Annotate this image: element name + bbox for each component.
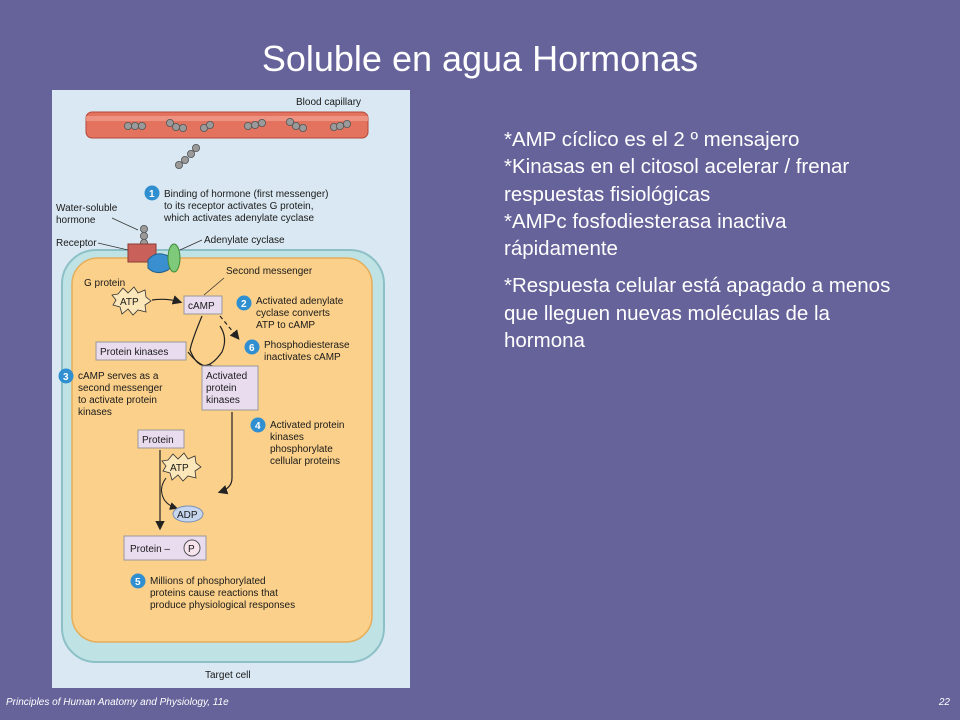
atp-starburst bbox=[111, 286, 152, 316]
step-4-line-1: Activated protein bbox=[270, 420, 345, 431]
step-4-line-4: cellular proteins bbox=[270, 456, 340, 467]
step-5-icon bbox=[130, 573, 146, 589]
step-1-line-2: to its receptor activates G protein, bbox=[164, 201, 314, 212]
step-1-number: 1 bbox=[149, 189, 155, 200]
step-2-line-1: Activated adenylate bbox=[256, 296, 344, 307]
label-water-soluble-2: hormone bbox=[56, 215, 96, 226]
slide-title: Soluble en agua Hormonas bbox=[261, 38, 699, 79]
label-target-cell: Target cell bbox=[205, 670, 251, 681]
step-1-icon bbox=[144, 185, 160, 201]
label-g-protein: G protein bbox=[84, 278, 125, 289]
label-adp: ADP bbox=[177, 510, 198, 521]
label-water-soluble-1: Water-soluble bbox=[56, 203, 118, 214]
bullet-list: *AMP cíclico es el 2 º mensajero *Kinasa… bbox=[504, 126, 904, 354]
step-6-line-1: Phosphodiesterase bbox=[264, 340, 350, 351]
step-2-icon bbox=[236, 295, 252, 311]
hormone-molecules bbox=[124, 117, 351, 170]
adp-oval bbox=[172, 505, 204, 523]
bullet-1: *AMP cíclico es el 2 º mensajero bbox=[504, 128, 800, 151]
step-4-line-2: kinases bbox=[270, 432, 304, 443]
step-3-line-3: to activate protein bbox=[78, 395, 157, 406]
label-protein: Protein bbox=[142, 435, 174, 446]
bullet-3: *AMPc fosfodiesterasa inactiva rápidamen… bbox=[504, 209, 787, 260]
step-5-line-3: produce physiological responses bbox=[150, 600, 295, 611]
step-5-line-2: proteins cause reactions that bbox=[150, 588, 278, 599]
step-3-line-2: second messenger bbox=[78, 383, 163, 394]
step-5-line-1: Millions of phosphorylated bbox=[150, 576, 266, 587]
bullet-4: *Respuesta celular está apagado a menos … bbox=[504, 274, 891, 352]
label-atp: ATP bbox=[120, 297, 139, 308]
step-1-line-3: which activates adenylate cyclase bbox=[163, 213, 315, 224]
label-activated-pk-2: protein bbox=[206, 383, 237, 394]
label-receptor: Receptor bbox=[56, 238, 97, 249]
step-5-number: 5 bbox=[135, 577, 141, 588]
phosphate-icon bbox=[183, 539, 201, 557]
step-1-line-1: Binding of hormone (first messenger) bbox=[164, 189, 329, 200]
step-6-icon bbox=[244, 339, 260, 355]
page-number: 22 bbox=[938, 697, 950, 708]
label-activated-pk-3: kinases bbox=[206, 395, 240, 406]
label-protein-kinases: Protein kinases bbox=[100, 347, 168, 358]
receptor bbox=[127, 243, 157, 263]
activated-protein-kinases-box bbox=[201, 365, 259, 411]
label-adenylate-cyclase: Adenylate cyclase bbox=[204, 235, 285, 246]
bound-hormone bbox=[140, 224, 149, 247]
label-second-messenger: Second messenger bbox=[226, 266, 313, 277]
step-3-line-4: kinases bbox=[78, 407, 112, 418]
step-2-number: 2 bbox=[241, 299, 247, 310]
diagram-panel: Blood capillary Target cell Water-solubl… bbox=[52, 90, 410, 688]
step-2-line-2: cyclase converts bbox=[256, 308, 330, 319]
hormone-diagram: Blood capillary Target cell Water-solubl… bbox=[56, 97, 385, 681]
label-protein-p: Protein – bbox=[130, 544, 170, 555]
step-4-icon bbox=[250, 417, 266, 433]
step-3-line-1: cAMP serves as a bbox=[78, 371, 159, 382]
adenylate-cyclase bbox=[167, 243, 181, 273]
atp2-starburst bbox=[161, 452, 202, 482]
step-3-icon bbox=[58, 368, 74, 384]
protein-kinases-box bbox=[95, 341, 187, 361]
step-4-line-3: phosphorylate bbox=[270, 444, 333, 455]
protein-box bbox=[137, 429, 185, 449]
step-6-line-2: inactivates cAMP bbox=[264, 352, 341, 363]
step-6-number: 6 bbox=[249, 343, 255, 354]
label-atp2: ATP bbox=[170, 463, 189, 474]
label-p: P bbox=[188, 544, 195, 555]
step-2-line-3: ATP to cAMP bbox=[256, 320, 315, 331]
step-4-number: 4 bbox=[255, 421, 261, 432]
label-activated-pk-1: Activated bbox=[206, 371, 247, 382]
label-blood-capillary: Blood capillary bbox=[296, 97, 361, 108]
label-camp: cAMP bbox=[188, 301, 215, 312]
bullet-2: *Kinasas en el citosol acelerar / frenar… bbox=[504, 155, 850, 206]
footer-source: Principles of Human Anatomy and Physiolo… bbox=[6, 697, 229, 708]
camp-box bbox=[183, 295, 223, 315]
step-3-number: 3 bbox=[63, 372, 69, 383]
